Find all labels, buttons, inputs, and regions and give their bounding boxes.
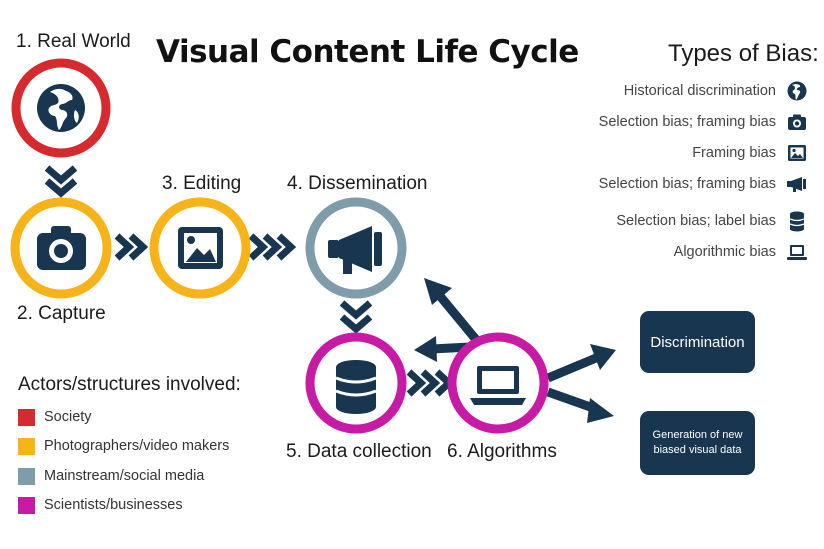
arrow-3-to-4 xyxy=(248,233,297,261)
legend-swatch xyxy=(18,496,35,514)
arrow-4-to-5 xyxy=(339,300,373,334)
page-title: Visual Content Life Cycle xyxy=(156,34,579,70)
step-label-editing: 3. Editing xyxy=(162,173,242,194)
legend-item: Scientists/businesses xyxy=(18,495,183,515)
outcome-arrows xyxy=(546,344,616,423)
dissemination-node xyxy=(305,197,407,299)
globe-icon xyxy=(787,81,807,101)
bias-item: Selection bias; label bias xyxy=(616,210,808,232)
laptop-icon xyxy=(787,245,807,260)
legend-label: Scientists/businesses xyxy=(44,497,183,513)
database-icon xyxy=(789,211,805,232)
bias-label: Historical discrimination xyxy=(623,83,776,99)
generation-box: Generation of new biased visual data xyxy=(640,411,755,475)
bias-label: Framing bias xyxy=(692,145,776,161)
image-icon xyxy=(178,227,223,269)
legend-swatch xyxy=(18,467,35,485)
capture-node xyxy=(10,197,112,299)
camera-icon xyxy=(37,226,86,270)
data-collection-node xyxy=(305,332,407,434)
legend-swatch xyxy=(18,437,35,455)
bias-label: Selection bias; framing bias xyxy=(598,176,776,192)
real-world-node xyxy=(11,58,111,158)
laptop-icon xyxy=(470,366,526,405)
legend-swatch xyxy=(18,408,35,426)
generation-label: Generation of new biased visual data xyxy=(652,429,743,456)
bias-label: Algorithmic bias xyxy=(673,244,776,260)
editing-node xyxy=(149,197,251,299)
step-label-dissemination: 4. Dissemination xyxy=(287,173,428,194)
bias-item: Algorithmic bias xyxy=(674,241,808,263)
legend-item: Photographers/video makers xyxy=(18,436,229,456)
image-icon xyxy=(788,145,806,161)
database-icon xyxy=(335,360,377,414)
step-label-real-world: 1. Real World xyxy=(16,31,131,52)
bias-label: Selection bias; label bias xyxy=(616,213,776,229)
legend-item: Mainstream/social media xyxy=(18,466,204,486)
legend-label: Society xyxy=(44,409,92,425)
bias-item: Historical discrimination xyxy=(624,80,808,102)
legend-label: Photographers/video makers xyxy=(44,438,230,454)
step-label-data-collection: 5. Data collection xyxy=(286,441,432,462)
feedback-arrows xyxy=(414,278,482,362)
step-label-algorithms: 6. Algorithms xyxy=(447,441,557,462)
globe-icon xyxy=(37,84,85,132)
bias-item: Selection bias; framing bias xyxy=(599,111,808,133)
discrimination-box: Discrimination xyxy=(640,311,755,373)
bias-label: Selection bias; framing bias xyxy=(598,114,776,130)
megaphone-icon xyxy=(787,177,806,192)
bias-heading: Types of Bias: xyxy=(668,40,819,67)
arrow-1-to-2 xyxy=(44,165,78,198)
bias-item: Framing bias xyxy=(692,142,808,164)
algorithms-node xyxy=(447,332,549,434)
discrimination-label: Discrimination xyxy=(650,333,745,351)
legend-label: Mainstream/social media xyxy=(44,468,205,484)
step-label-capture: 2. Capture xyxy=(17,303,106,324)
megaphone-icon xyxy=(328,226,382,274)
bias-item: Selection bias; framing bias xyxy=(599,173,808,195)
camera-icon xyxy=(788,114,806,130)
actors-heading: Actors/structures involved: xyxy=(18,374,241,395)
arrow-5-to-6 xyxy=(406,369,455,397)
legend-item: Society xyxy=(18,407,92,427)
arrow-2-to-3 xyxy=(114,233,149,261)
